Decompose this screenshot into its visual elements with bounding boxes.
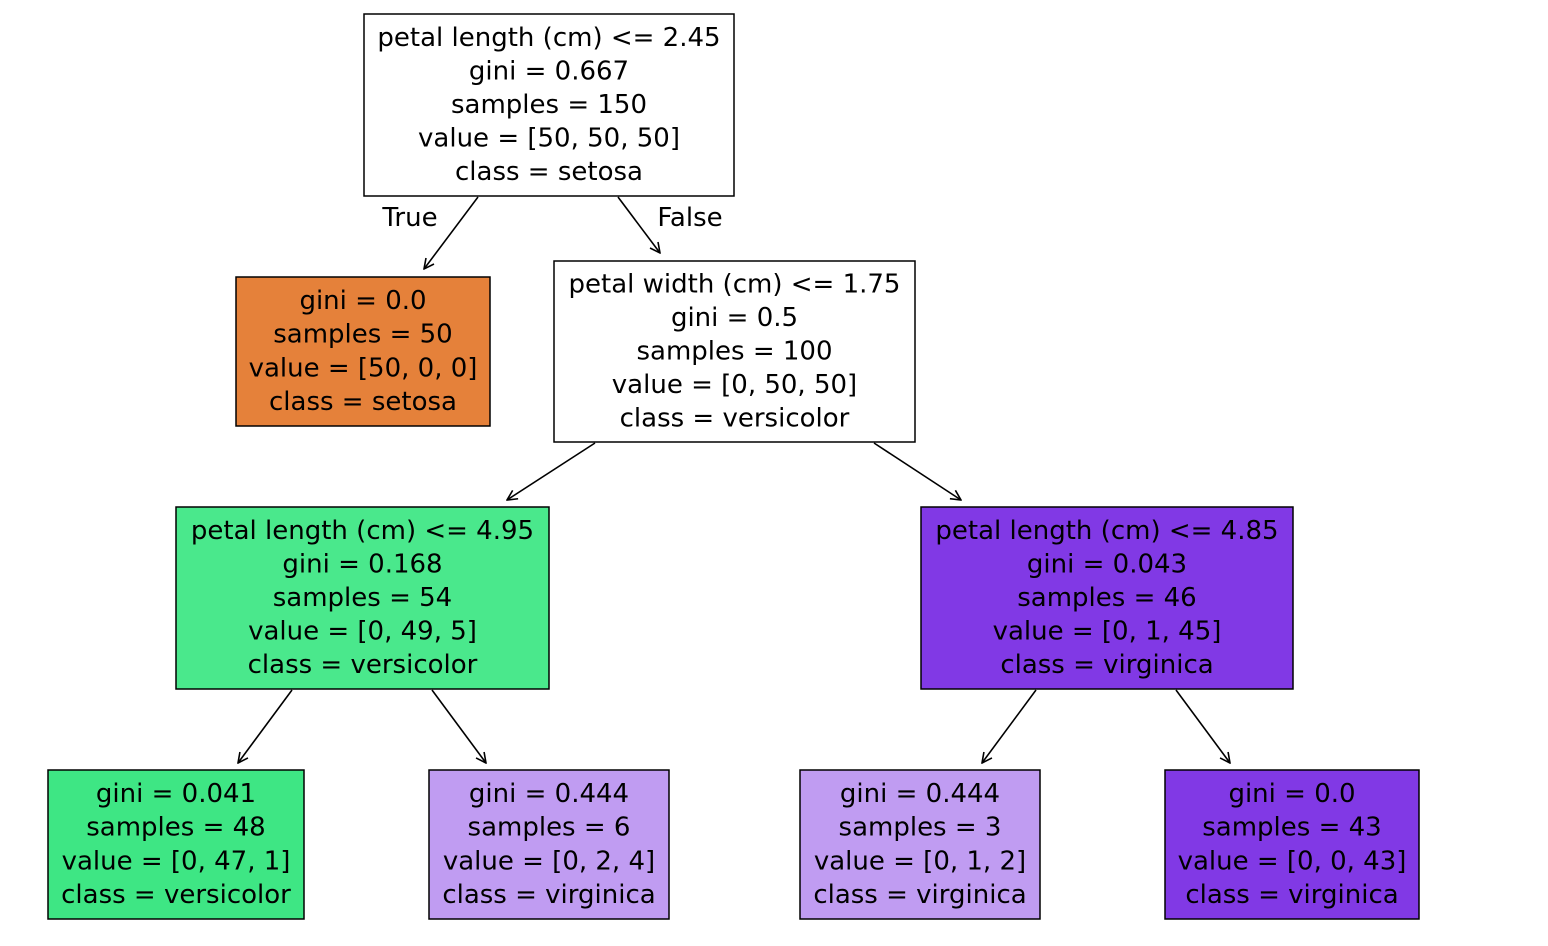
node-value: value = [50, 0, 0] xyxy=(249,353,478,383)
node-gini: gini = 0.041 xyxy=(96,779,256,809)
edges-layer xyxy=(238,196,1230,763)
node-samples: samples = 48 xyxy=(86,813,265,843)
node-samples: samples = 6 xyxy=(468,813,631,843)
node-gini: gini = 0.444 xyxy=(469,779,629,809)
node-split-rule: petal length (cm) <= 4.85 xyxy=(935,516,1278,546)
node-box xyxy=(235,276,491,427)
node-gini: gini = 0.168 xyxy=(282,549,442,579)
tree-node-petal-width-split: petal width (cm) <= 1.75 gini = 0.5 sample… xyxy=(553,260,916,443)
node-box xyxy=(920,506,1294,690)
edge-arrow-root-to-setosa-leaf xyxy=(424,196,479,269)
node-class: class = virginica xyxy=(442,880,655,910)
edge-arrow-right-petal-length-split-to-virginica-leaf-43 xyxy=(1175,689,1230,763)
node-box xyxy=(553,260,916,443)
node-samples: samples = 50 xyxy=(273,320,452,350)
node-gini: gini = 0.043 xyxy=(1027,549,1187,579)
node-value: value = [0, 1, 45] xyxy=(993,617,1222,647)
node-value: value = [0, 49, 5] xyxy=(248,617,477,647)
node-value: value = [0, 47, 1] xyxy=(62,846,291,876)
node-gini: gini = 0.444 xyxy=(840,779,1000,809)
node-class: class = versicolor xyxy=(248,650,478,680)
node-box xyxy=(47,769,305,920)
node-gini: gini = 0.667 xyxy=(469,56,629,86)
node-class: class = versicolor xyxy=(61,880,291,910)
node-value: value = [0, 0, 43] xyxy=(1178,846,1407,876)
false-edge-label: False xyxy=(657,203,722,233)
node-box xyxy=(1164,769,1420,920)
node-split-rule: petal length (cm) <= 2.45 xyxy=(377,23,720,53)
node-class: class = virginica xyxy=(813,880,1026,910)
node-value: value = [0, 50, 50] xyxy=(612,370,857,400)
node-class: class = virginica xyxy=(1185,880,1398,910)
edge-arrow-petal-width-split-to-right-petal-length-split xyxy=(873,442,961,500)
edge-arrow-left-petal-length-split-to-virginica-leaf-6 xyxy=(431,689,486,763)
node-box xyxy=(363,13,735,197)
edge-arrow-right-petal-length-split-to-virginica-leaf-3 xyxy=(982,689,1037,763)
node-samples: samples = 3 xyxy=(839,813,1002,843)
node-samples: samples = 43 xyxy=(1202,813,1381,843)
node-class: class = setosa xyxy=(269,387,457,417)
node-gini: gini = 0.0 xyxy=(1228,779,1355,809)
node-samples: samples = 54 xyxy=(273,583,452,613)
node-value: value = [0, 1, 2] xyxy=(814,846,1026,876)
edge-arrow-left-petal-length-split-to-versicolor-leaf xyxy=(238,689,293,763)
edge-arrow-root-to-petal-width-split xyxy=(617,196,660,253)
true-edge-label: True xyxy=(381,203,437,233)
node-box xyxy=(799,769,1041,920)
node-value: value = [50, 50, 50] xyxy=(418,124,680,154)
node-class: class = versicolor xyxy=(620,404,850,434)
node-value: value = [0, 2, 4] xyxy=(443,846,655,876)
node-samples: samples = 46 xyxy=(1017,583,1196,613)
node-gini: gini = 0.0 xyxy=(299,286,426,316)
node-gini: gini = 0.5 xyxy=(671,303,798,333)
node-class: class = setosa xyxy=(455,157,643,187)
node-box xyxy=(175,506,550,690)
node-box xyxy=(428,769,670,920)
node-split-rule: petal width (cm) <= 1.75 xyxy=(569,269,901,299)
node-samples: samples = 150 xyxy=(451,90,647,120)
edge-arrow-petal-width-split-to-left-petal-length-split xyxy=(507,442,596,500)
node-split-rule: petal length (cm) <= 4.95 xyxy=(191,516,534,546)
node-samples: samples = 100 xyxy=(636,337,832,367)
node-class: class = virginica xyxy=(1000,650,1213,680)
